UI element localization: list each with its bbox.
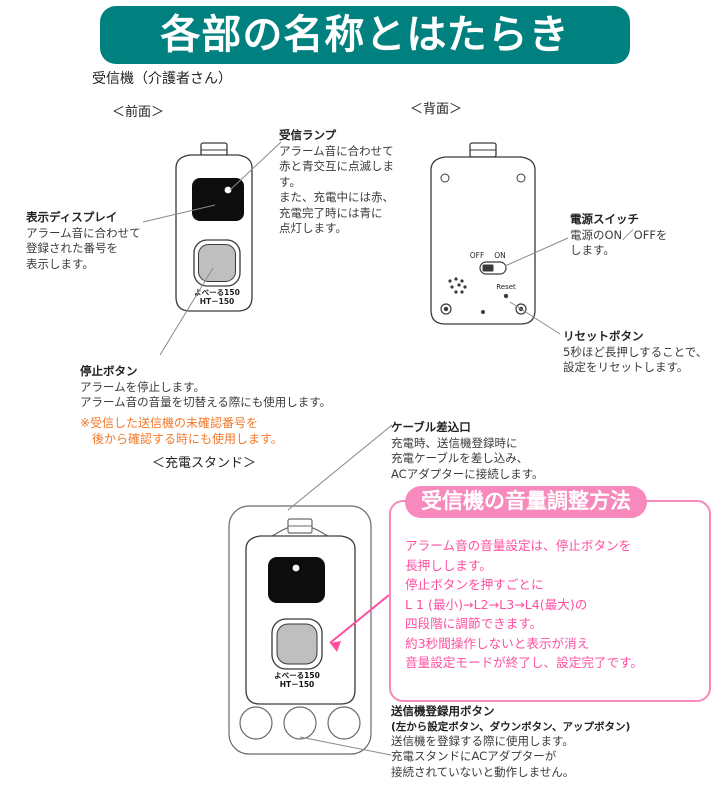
annotation-register-buttons: 送信機登録用ボタン (左から設定ボタン、ダウンボタン、アップボタン) 送信機を登… (391, 704, 720, 780)
stand-register-button-down (283, 706, 317, 740)
leader-register-buttons (299, 736, 392, 756)
back-center-dot (481, 310, 485, 314)
back-body-outline (430, 156, 536, 325)
annotation-display-title: 表示ディスプレイ (26, 210, 118, 224)
back-screw-bottom-left-inner (443, 306, 449, 312)
page-title: 各部の名称とはたらき (160, 12, 570, 58)
stand-register-button-up (327, 706, 361, 740)
annotation-cable-port-body: 充電時、送信機登録時に 充電ケーブルを差し込み、 ACアダプターに接続します。 (391, 435, 544, 481)
page-title-banner: 各部の名称とはたらき (100, 6, 630, 64)
leader-reset (509, 301, 561, 335)
leader-display (142, 204, 216, 223)
annotation-display: 表示ディスプレイ アラーム音に合わせて 登録された番号を 表示します。 (26, 210, 156, 272)
leader-receive-lamp (229, 141, 282, 191)
front-brand-line1: よべーる150 (194, 288, 240, 297)
annotation-power-switch: 電源スイッチ 電源のON／OFFを します。 (570, 212, 710, 259)
annotation-register-buttons-body: 送信機を登録する際に使用します。 充電スタンドにACアダプターが 接続されていな… (391, 733, 575, 779)
annotation-register-buttons-title: 送信機登録用ボタン (391, 704, 495, 718)
annotation-register-buttons-subtitle: (左から設定ボタン、ダウンボタン、アップボタン) (391, 720, 631, 733)
power-switch-toggle (482, 264, 494, 272)
back-screw-top-left (440, 173, 450, 183)
annotation-receive-lamp-title: 受信ランプ (279, 128, 337, 142)
device-back-view (430, 142, 536, 325)
volume-adjustment-box-header: 受信機の音量調整方法 (405, 486, 647, 519)
stand-register-button-set (239, 706, 273, 740)
annotation-receive-lamp: 受信ランプ アラーム音に合わせて 赤と青交互に点滅します。 また、充電中には赤、… (279, 128, 409, 237)
annotation-stop-button-note: ※受信した送信機の未確認番号を 後から確認する時にも使用します。 (80, 415, 283, 447)
stand-receive-lamp (292, 564, 300, 572)
view-label-back: ＜背面＞ (410, 102, 463, 117)
back-screw-top-right (516, 173, 526, 183)
volume-adjustment-box: 受信機の音量調整方法 アラーム音の音量設定は、停止ボタンを 長押しします。 停止… (389, 486, 711, 702)
leader-power-switch (504, 237, 569, 267)
annotation-stop-button-title: 停止ボタン (80, 364, 138, 378)
leader-lines (142, 141, 569, 756)
leader-stop-button (159, 267, 214, 356)
volume-box-arrow (329, 594, 390, 652)
annotation-power-switch-title: 電源スイッチ (570, 212, 639, 226)
stand-brand-line1: よべーる150 (274, 671, 320, 680)
switch-label-off: OFF (470, 251, 485, 260)
view-label-stand: ＜充電スタンド＞ (152, 456, 257, 471)
front-receive-lamp (224, 186, 232, 194)
annotation-power-switch-body: 電源のON／OFFを します。 (570, 227, 668, 258)
back-speaker-holes (448, 277, 467, 294)
view-label-front: ＜前面＞ (112, 105, 165, 120)
annotation-cable-port-title: ケーブル差込口 (391, 420, 471, 434)
annotation-reset-button: リセットボタン 5秒ほど長押しすることで、 設定をリセットします。 (563, 329, 713, 376)
annotation-display-body: アラーム音に合わせて 登録された番号を 表示します。 (26, 225, 141, 271)
leader-cable-port (287, 424, 393, 511)
reset-text-label: Reset (496, 283, 516, 291)
stand-display-screen (268, 557, 325, 603)
annotation-stop-button: 停止ボタン アラームを停止します。 アラーム音の音量を切替える際にも使用します。… (80, 364, 400, 448)
volume-adjustment-box-body: アラーム音の音量設定は、停止ボタンを 長押しします。 停止ボタンを押すごとに L… (405, 538, 644, 671)
annotation-stop-button-body: アラームを停止します。 アラーム音の音量を切替える際にも使用します。 (80, 379, 332, 410)
back-reset-hole (503, 293, 509, 299)
front-stop-button-cap (198, 244, 236, 282)
annotation-reset-button-body: 5秒ほど長押しすることで、 設定をリセットします。 (563, 344, 708, 375)
switch-label-on: ON (494, 251, 506, 260)
annotation-reset-button-title: リセットボタン (563, 329, 644, 343)
annotation-receive-lamp-body: アラーム音に合わせて 赤と青交互に点滅します。 また、充電中には赤、 充電完了時… (279, 143, 394, 236)
front-brand-line2: HT－150 (200, 297, 235, 306)
stand-brand-line2: HT－150 (280, 680, 315, 689)
annotation-cable-port: ケーブル差込口 充電時、送信機登録時に 充電ケーブルを差し込み、 ACアダプター… (391, 420, 581, 482)
stand-stop-button-cap (276, 623, 318, 665)
section-label: 受信機（介護者さん） (92, 71, 232, 87)
